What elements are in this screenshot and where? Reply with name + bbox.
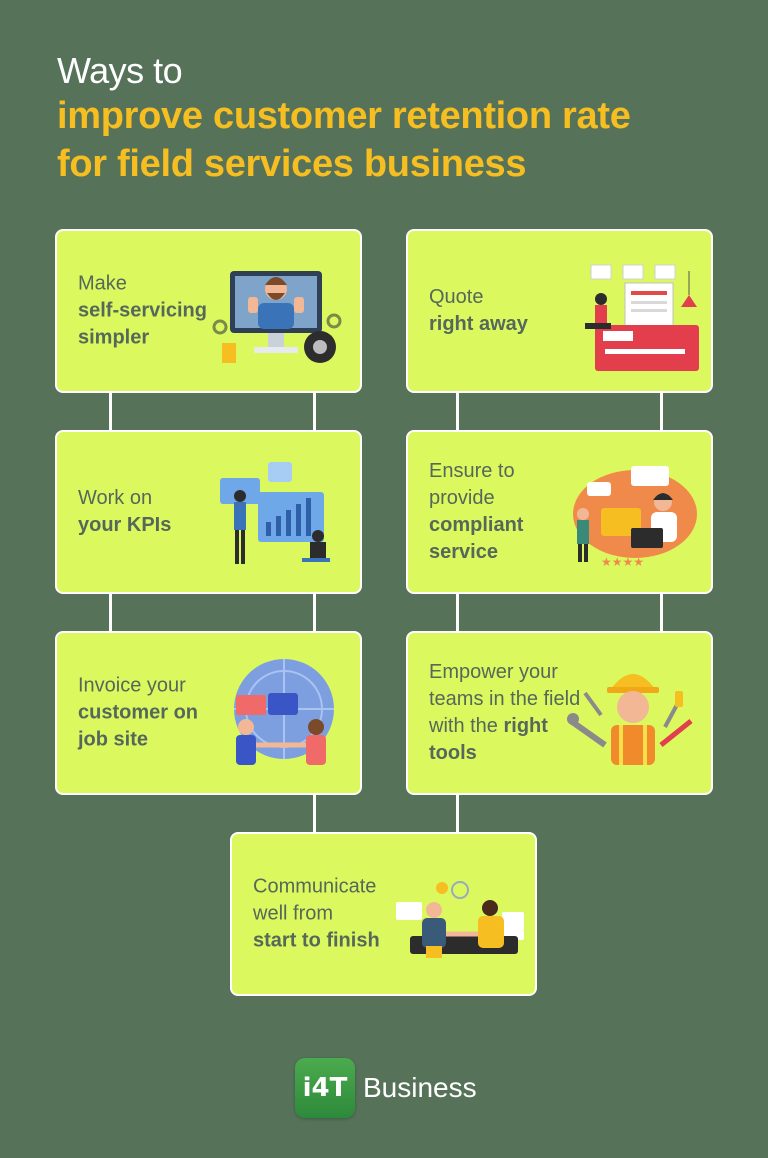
repairman-monitor-icon <box>212 271 342 363</box>
support-agent-icon: ★★★★ <box>573 466 697 569</box>
card-label-light: Communicate <box>253 875 377 898</box>
worker-tools-icon <box>567 674 693 765</box>
card-label-light: Work on <box>78 487 153 509</box>
card-label-bold: service <box>429 541 498 563</box>
card-text: Work on your KPIs <box>78 485 248 539</box>
card-self-servicing: Make self-servicing simpler <box>55 229 362 393</box>
card-text: Quote right away <box>429 284 599 338</box>
card-label-light: Quote <box>429 286 484 308</box>
connector-line <box>456 393 459 431</box>
card-communicate: Communicate well from start to finish <box>230 832 537 996</box>
card-text: Ensure to provide compliant service <box>429 458 599 566</box>
card-label-mixed: with the right <box>429 713 599 740</box>
card-text: Communicate well from start to finish <box>253 874 423 955</box>
brand-wordmark: Business <box>363 1072 477 1103</box>
card-label-bold: tools <box>429 742 477 764</box>
connector-line <box>313 594 316 632</box>
connector-line <box>313 795 316 833</box>
card-label-bold: customer on <box>78 701 199 724</box>
card-empower-teams: Empower your teams in the field with the… <box>406 631 713 795</box>
connector-line <box>660 393 663 431</box>
connector-line <box>456 594 459 632</box>
globe-handshake-icon <box>234 659 334 765</box>
card-label-light: provide <box>429 487 495 509</box>
card-label-bold: job site <box>78 728 149 751</box>
title-line-1: improve customer retention rate <box>57 95 631 137</box>
connector-line <box>109 393 112 431</box>
card-label-light: Ensure to <box>429 460 515 482</box>
card-kpis: Work on your KPIs <box>55 430 362 594</box>
connector-line <box>109 594 112 632</box>
card-label-light: Invoice your <box>78 674 186 697</box>
card-text: Make self-servicing simpler <box>78 271 248 352</box>
card-label-light: well from <box>253 902 334 925</box>
kpi-dashboard-icon <box>220 462 330 564</box>
card-invoice-on-site: Invoice your customer on job site <box>55 631 362 795</box>
connector-line <box>456 795 459 833</box>
card-compliant-service: Ensure to provide compliant service ★★★★ <box>406 430 713 594</box>
card-label-bold: your KPIs <box>78 514 172 536</box>
invoice-machine-icon <box>585 264 699 371</box>
card-label-bold: simpler <box>78 326 150 349</box>
card-quote: Quote right away <box>406 229 713 393</box>
card-text: Invoice your customer on job site <box>78 673 248 754</box>
brand-logo: i4T Business <box>295 1058 477 1118</box>
card-label-light: teams in the field <box>429 688 581 710</box>
card-label-light: Make <box>78 272 127 295</box>
connector-line <box>313 393 316 431</box>
card-label-bold: right <box>503 715 548 737</box>
card-label-bold: right away <box>429 313 528 335</box>
card-label-bold: start to finish <box>253 929 380 952</box>
card-label-bold: self-servicing <box>78 299 207 322</box>
card-text: Empower your teams in the field with the… <box>429 659 599 767</box>
meeting-handshake-icon <box>396 881 524 958</box>
i4t-logo-icon: i4T <box>295 1058 355 1118</box>
card-label-light: Empower your <box>429 661 558 683</box>
card-label-bold: compliant <box>429 514 524 536</box>
svg-text:★★★★: ★★★★ <box>601 555 644 569</box>
title-line-2: for field services business <box>57 143 527 185</box>
connector-line <box>660 594 663 632</box>
title-prefix: Ways to <box>57 50 183 91</box>
page-title: Ways to improve customer retention rate … <box>57 50 631 188</box>
card-label-light: with the <box>429 715 498 737</box>
